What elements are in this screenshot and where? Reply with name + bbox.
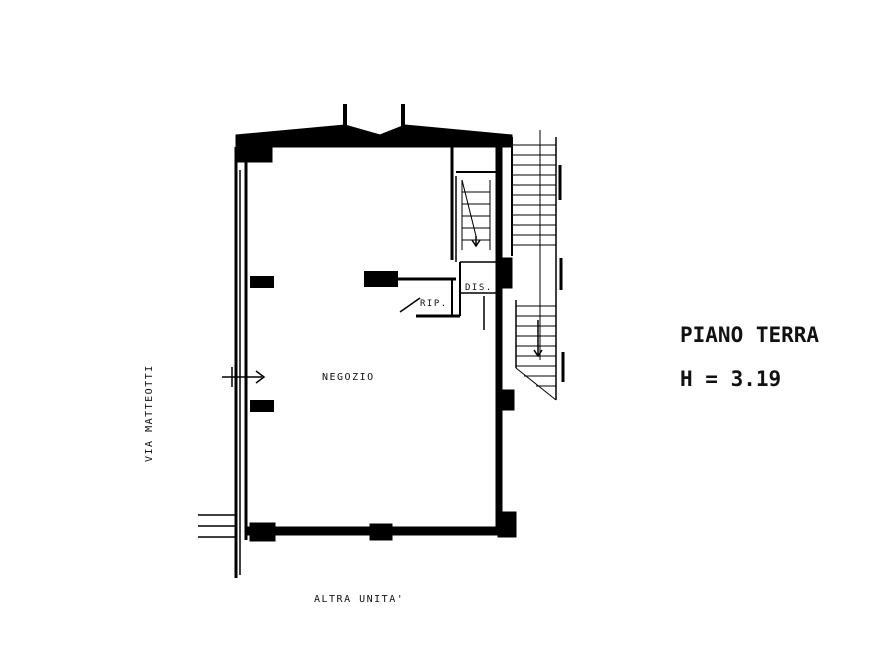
street-label: VIA MATTEOTTI [144, 364, 155, 462]
room-label-closet: DIS. [465, 283, 493, 293]
exterior-stair [511, 130, 565, 401]
bottom-wall [245, 511, 517, 542]
entrance-arrow-icon [222, 367, 266, 387]
lower-entry [198, 514, 236, 538]
floor-height: H = 3.19 [680, 367, 781, 391]
neighbor-label: ALTRA UNITA' [314, 594, 404, 605]
pillars [250, 271, 398, 412]
floor-name: PIANO TERRA [680, 323, 819, 347]
service-core [398, 147, 496, 330]
interior-stair [461, 179, 491, 250]
room-label-storage: RIP. [420, 299, 448, 309]
top-wall [235, 104, 513, 163]
left-wall [234, 147, 248, 578]
right-wall [495, 146, 515, 533]
room-label-main: NEGOZIO [322, 372, 375, 383]
